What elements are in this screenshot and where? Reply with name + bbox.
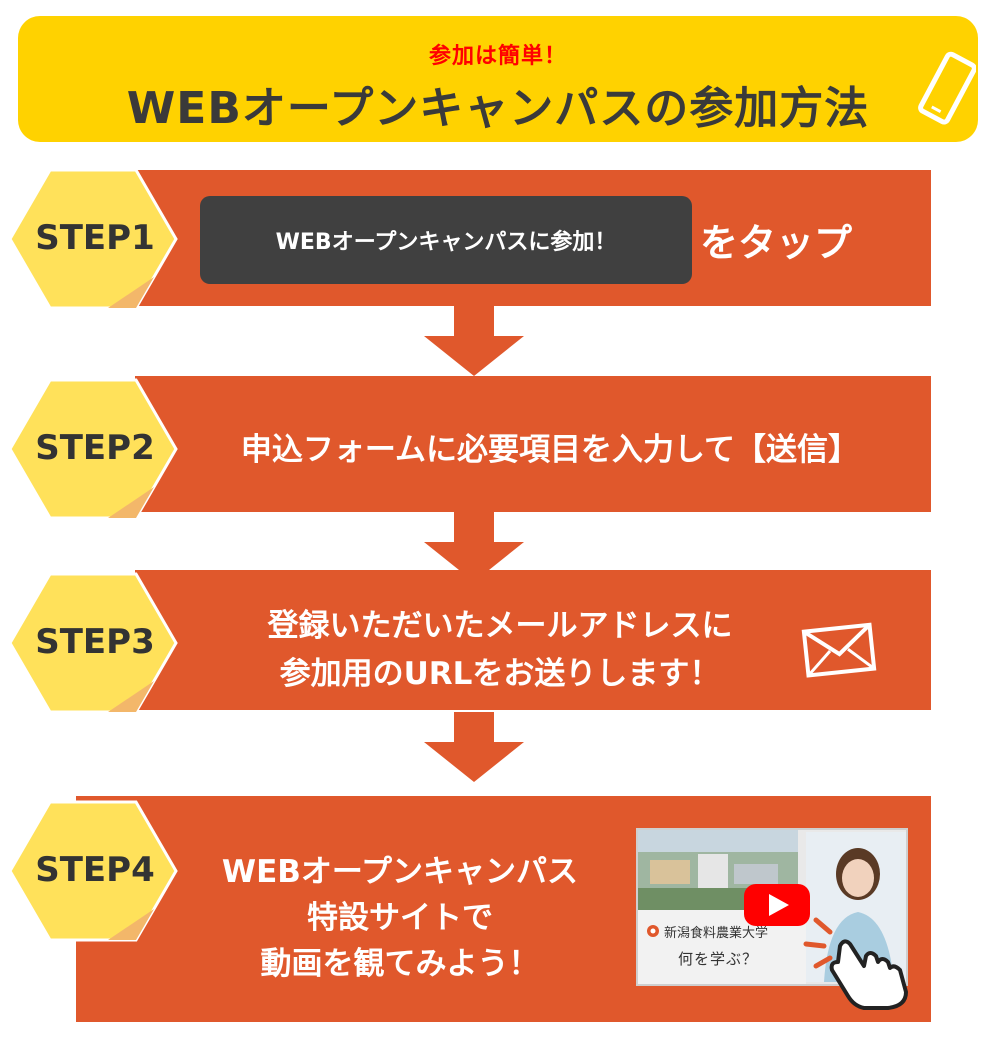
step3-text-line1: 登録いただいたメールアドレスに: [267, 608, 733, 644]
step2-hexagon: [8, 378, 178, 520]
step2-panel: [135, 376, 931, 512]
step4-text-line1: WEBオープンキャンパス: [221, 854, 579, 890]
step3-hexagon: [8, 572, 178, 714]
step1-label: STEP1: [35, 218, 155, 258]
down-arrow-icon: [424, 306, 524, 376]
university-logo-icon: [647, 925, 659, 937]
join-web-open-campus-button[interactable]: WEBオープンキャンパスに参加！: [200, 196, 692, 284]
down-arrow-icon: [424, 712, 524, 782]
step3-text-line2: 参加用のURLをお送りします！: [279, 656, 721, 692]
envelope-icon: [801, 622, 877, 678]
step2-text: 申込フォームに必要項目を入力して【送信】: [240, 432, 860, 468]
smartphone-icon: [918, 51, 976, 125]
header-title: WEBオープンキャンパスの参加方法: [126, 83, 870, 134]
step4-label: STEP4: [35, 850, 155, 890]
youtube-play-icon[interactable]: [742, 880, 812, 930]
step4-text-line2: 特設サイトで: [307, 900, 493, 936]
step2-label: STEP2: [35, 428, 155, 468]
step1-hexagon: [8, 168, 178, 310]
down-arrow-icon: [424, 512, 524, 582]
hand-pointer-icon: [803, 917, 908, 1010]
step3-label: STEP3: [35, 622, 155, 662]
step4-text-line3: 動画を観てみよう！: [260, 946, 540, 982]
step1-text: をタップ: [700, 221, 853, 265]
video-caption-line1: 新潟食料農業大学: [664, 926, 769, 941]
step3-panel: [135, 570, 931, 710]
header-banner: 参加は簡単！ WEBオープンキャンパスの参加方法: [18, 16, 978, 142]
video-caption-line2: 何を学ぶ？: [678, 950, 759, 968]
header-subtitle: 参加は簡単！: [428, 44, 567, 69]
step4-hexagon: [8, 800, 178, 942]
